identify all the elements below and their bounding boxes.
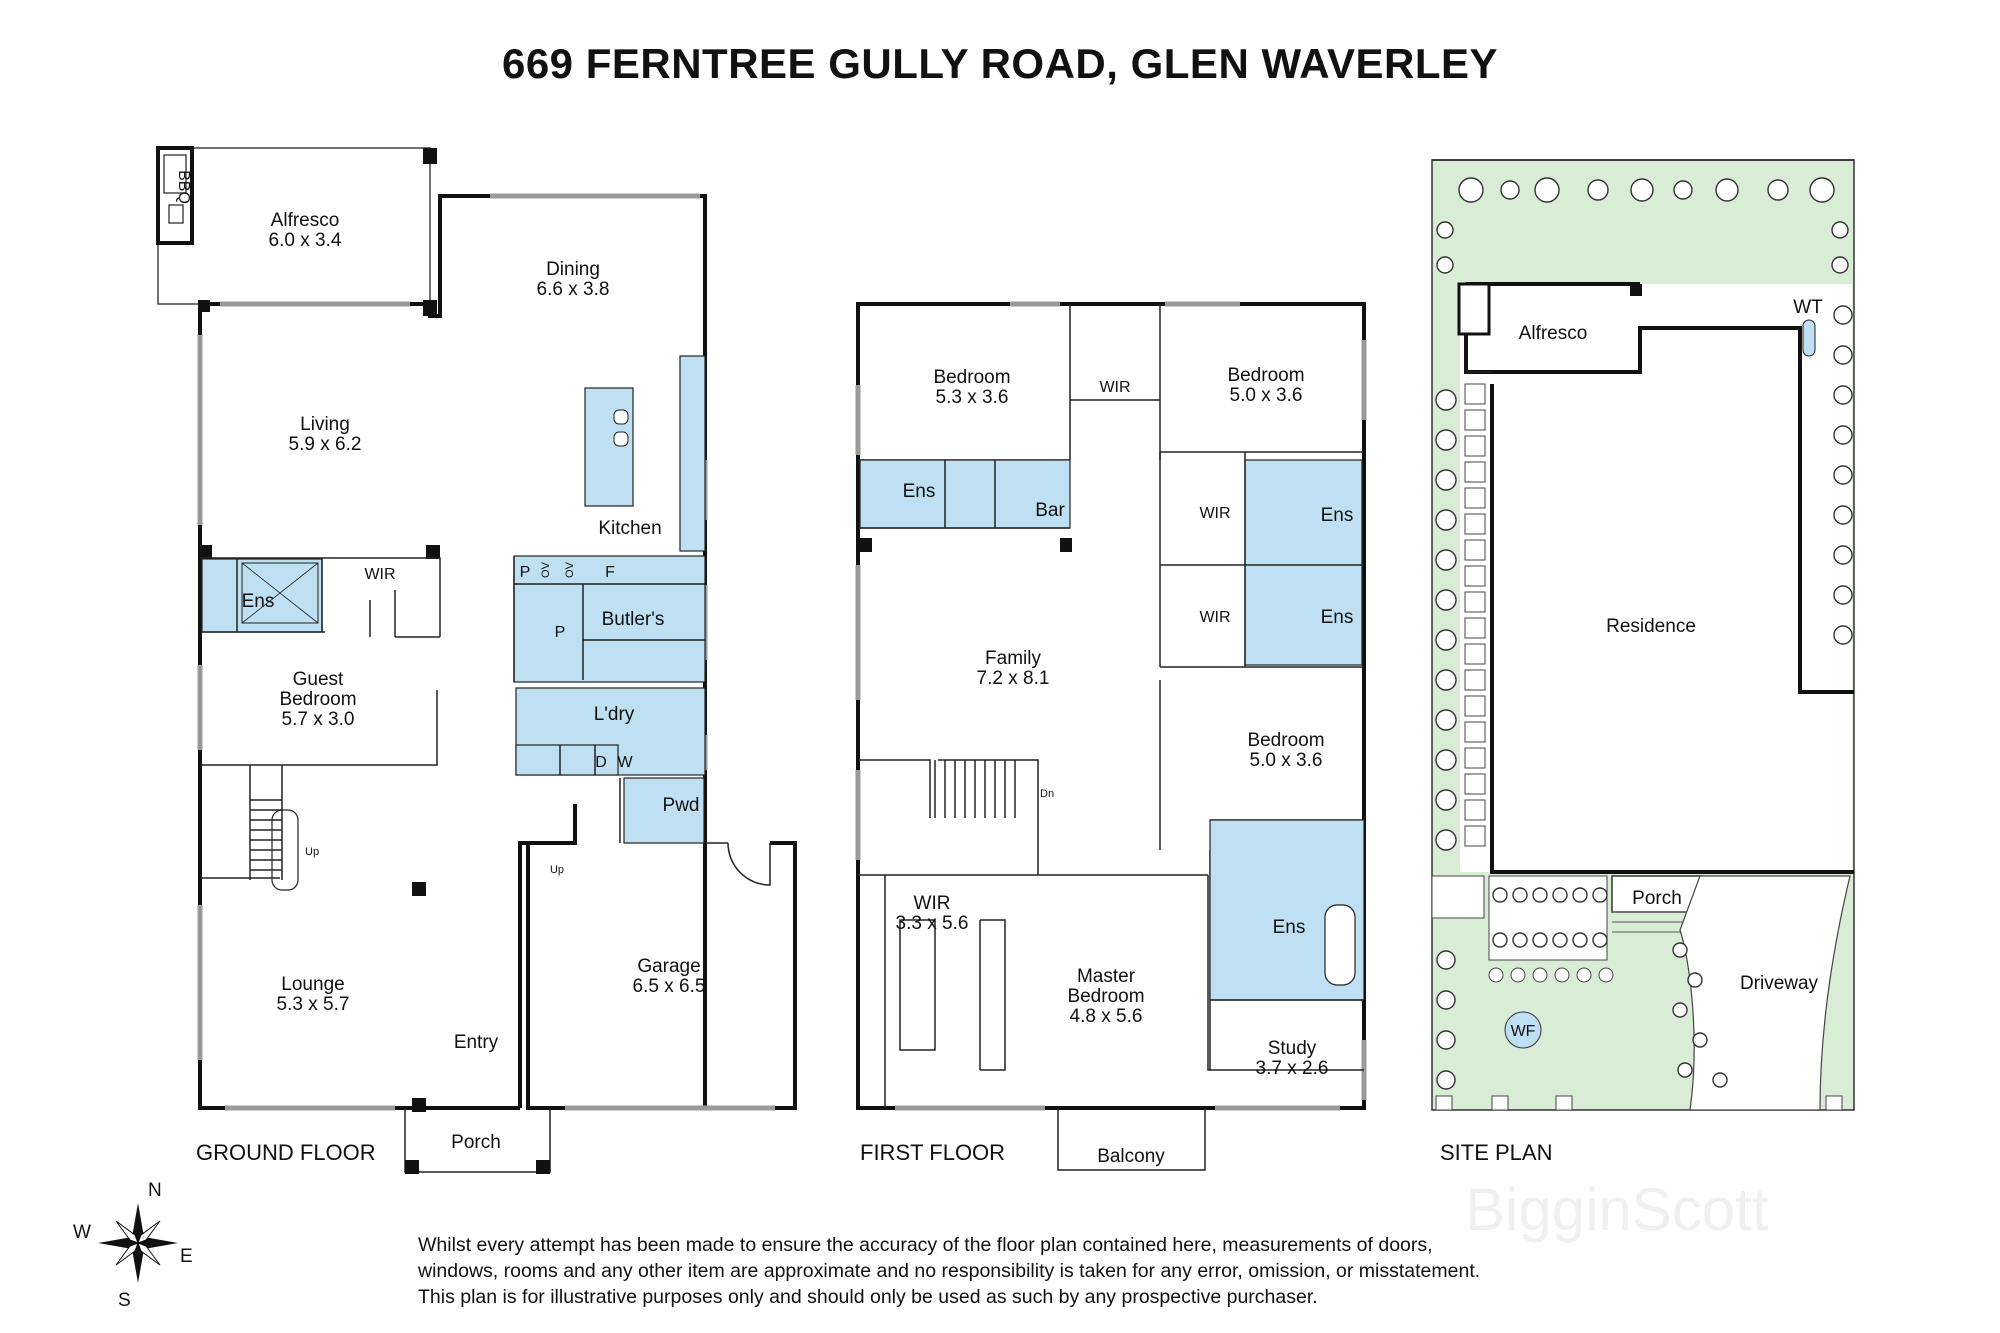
balcony-label: Balcony [1097,1146,1165,1167]
oven-label-2: OV [564,561,576,578]
wf-label: WF [1511,1023,1536,1040]
master-label-1: Master [1077,966,1136,987]
ff-bedroom1-label: Bedroom [933,367,1010,388]
powder-label: Pwd [663,795,700,816]
page-title: 669 FERNTREE GULLY ROAD, GLEN WAVERLEY [501,40,1499,87]
site-porch-label: Porch [1632,888,1682,909]
living-size: 5.9 x 6.2 [289,434,362,455]
guest-label-2: Bedroom [279,689,356,710]
family-size: 7.2 x 8.1 [977,668,1050,689]
dining-size: 6.6 x 3.8 [537,279,610,300]
site-plan-caption: SITE PLAN [1440,1140,1552,1165]
compass-e: E [180,1246,193,1267]
ff-wir-size: 3.3 x 5.6 [896,913,969,934]
disclaimer-line-2: windows, rooms and any other item are ap… [418,1260,1481,1282]
ff-wir3-label: WIR [1199,609,1230,626]
stair-down-label: Dn [1040,788,1054,800]
study-label: Study [1268,1038,1317,1059]
fridge-label: F [605,564,615,581]
dryer-label: D [595,754,607,771]
ff-ens2-label: Ens [1321,505,1354,526]
site-plan-labels: Alfresco WT Residence Porch Driveway WF … [1440,297,1823,1165]
compass-w: W [73,1222,91,1243]
site-plan [1431,159,1855,1111]
alfresco-label: Alfresco [271,210,340,231]
garage-size: 6.5 x 6.5 [633,976,706,997]
alfresco-size: 6.0 x 3.4 [269,230,342,251]
oven-label-1: OV [540,561,552,578]
gf-porch-label: Porch [451,1132,501,1153]
ff-ens3-label: Ens [1321,607,1354,628]
study-size: 3.7 x 2.6 [1256,1058,1329,1079]
ff-ens4-label: Ens [1273,917,1306,938]
first-floor-plan [855,301,1367,1171]
ff-bedroom1-size: 5.3 x 3.6 [936,387,1009,408]
site-alfresco-label: Alfresco [1519,323,1588,344]
ground-floor-labels: Alfresco 6.0 x 3.4 BBQ Dining 6.6 x 3.8 … [175,170,705,1165]
bbq-label: BBQ [175,170,192,204]
living-label: Living [300,414,350,435]
compass-s: S [118,1290,131,1311]
guest-label-1: Guest [293,669,344,690]
gf-wir-label: WIR [364,566,395,583]
stair-up-label-2: Up [550,864,564,876]
garage-label: Garage [637,956,700,977]
ff-ens1-label: Ens [903,481,936,502]
ff-bar-label: Bar [1035,500,1065,521]
lounge-size: 5.3 x 5.7 [277,994,350,1015]
ff-bedroom3-label: Bedroom [1247,730,1324,751]
site-wt-label: WT [1793,297,1823,318]
ground-floor-caption: GROUND FLOOR [196,1140,376,1165]
ff-wir-label: WIR [914,893,951,914]
disclaimer-line-1: Whilst every attempt has been made to en… [418,1234,1433,1256]
disclaimer-line-3: This plan is for illustrative purposes o… [418,1286,1318,1308]
first-floor-labels: Bedroom 5.3 x 3.6 WIR Bedroom 5.0 x 3.6 … [860,365,1353,1167]
pantry-label-2: P [555,624,566,641]
dining-label: Dining [546,259,600,280]
ff-bedroom2-size: 5.0 x 3.6 [1230,385,1303,406]
laundry-label: L'dry [594,704,635,725]
kitchen-label: Kitchen [598,518,661,539]
watermark: BigginScott [1465,1176,1769,1243]
ff-wir2-label: WIR [1199,505,1230,522]
first-floor-caption: FIRST FLOOR [860,1140,1005,1165]
entry-label: Entry [454,1032,499,1053]
driveway-label: Driveway [1740,973,1819,994]
master-label-2: Bedroom [1067,986,1144,1007]
compass-n: N [148,1180,162,1201]
master-size: 4.8 x 5.6 [1070,1006,1143,1027]
lounge-label: Lounge [281,974,344,995]
guest-size: 5.7 x 3.0 [282,709,355,730]
residence-label: Residence [1606,616,1696,637]
compass-rose-icon [98,1203,178,1283]
pantry-label-1: P [520,564,531,581]
family-label: Family [985,648,1041,669]
ff-wir1-label: WIR [1099,379,1130,396]
disclaimer: Whilst every attempt has been made to en… [418,1232,1618,1310]
butlers-label: Butler's [602,609,665,630]
stair-up-label-1: Up [305,846,319,858]
ground-floor-plan [156,146,797,1174]
washer-label: W [617,754,633,771]
gf-ens-label: Ens [242,591,275,612]
ff-bedroom2-label: Bedroom [1227,365,1304,386]
ff-bedroom3-size: 5.0 x 3.6 [1250,750,1323,771]
